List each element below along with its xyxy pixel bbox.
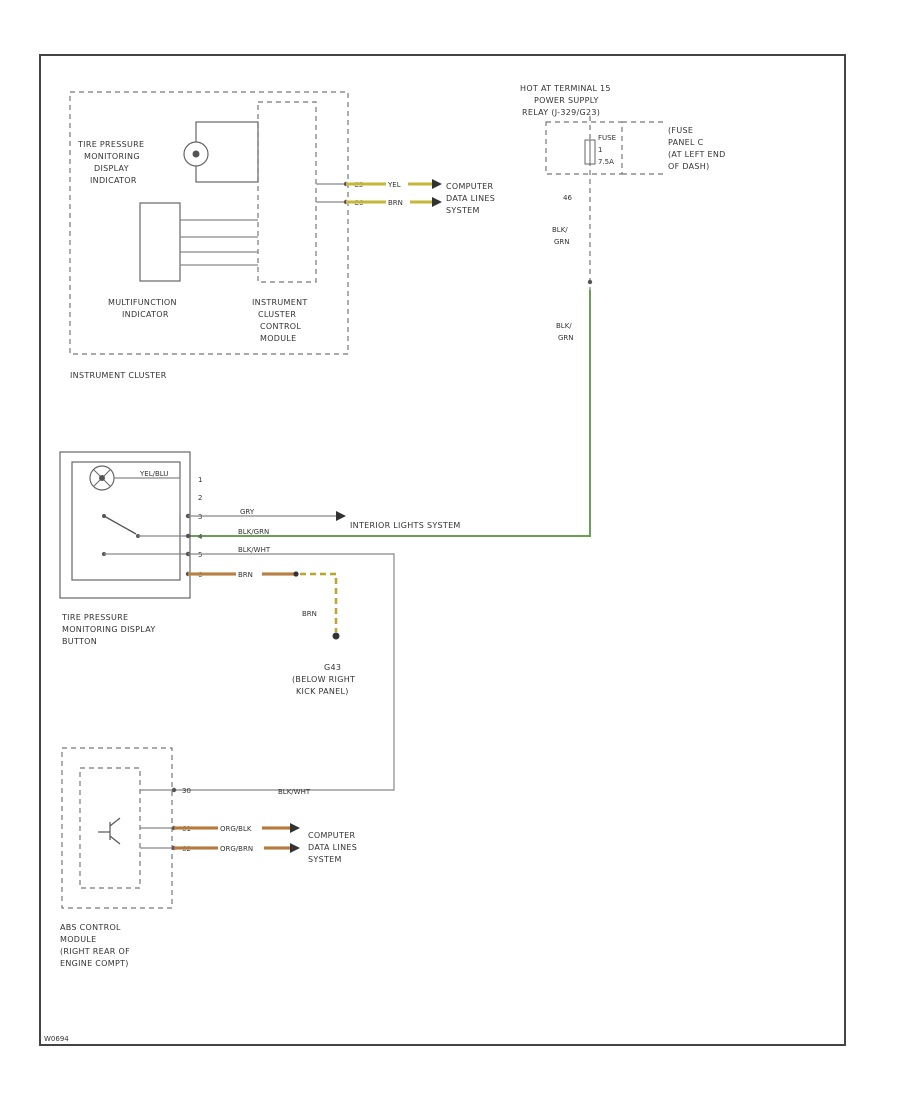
wire-color-label: ORG/BRN (220, 845, 253, 853)
wire-label-bg (236, 569, 262, 579)
pin-label: 3 (198, 513, 202, 521)
arrow-right-icon (290, 823, 300, 833)
fuse-panel-label: (FUSE PANEL C (AT LEFT END OF DASH) (668, 126, 728, 171)
instrument-cluster-label: INSTRUMENT CLUSTER (70, 371, 167, 380)
fuse-panel-boundary (545, 121, 623, 175)
pin-label: 30 (182, 787, 191, 795)
fuse-pin-label: 46 (563, 194, 572, 202)
abs-module-label: ABS CONTROL MODULE (RIGHT REAR OF ENGINE… (60, 923, 133, 968)
instrument-cluster-boundary (69, 91, 349, 355)
arrow-right-icon (432, 197, 442, 207)
wire-brn-ground-core (300, 573, 337, 632)
wire-label-bg (218, 843, 264, 853)
multifunction-indicator-label: MULTIFUNCTION INDICATOR (108, 298, 180, 319)
arrow-right-icon (290, 843, 300, 853)
abs-destination-label: COMPUTER DATA LINES SYSTEM (308, 831, 360, 864)
connector-dot (171, 787, 177, 793)
wire-brn-ground-run (300, 572, 338, 632)
wire-color-label: BLK/ GRN (552, 226, 570, 246)
arrow-right-icon (336, 511, 346, 521)
wire-label-bg (386, 196, 410, 207)
instrument-cluster-control-module-label: INSTRUMENT CLUSTER CONTROL MODULE (252, 298, 310, 343)
hot-at-label: HOT AT TERMINAL 15 POWER SUPPLY RELAY (J… (520, 84, 614, 117)
wire-color-label: ORG/BLK (220, 825, 252, 833)
pin-label: 5 (198, 551, 202, 559)
wire-color-label: BRN (302, 610, 317, 618)
diagram-code: W0694 (44, 1035, 69, 1043)
arrow-right-icon (432, 179, 442, 189)
display-button-label: TIRE PRESSURE MONITORING DISPLAY BUTTON (61, 613, 158, 646)
wire-label-bg (218, 823, 262, 833)
connector-dot (185, 533, 191, 539)
instrument-cluster-control-module-box (257, 101, 317, 283)
wire-color-label: BLK/WHT (238, 546, 271, 554)
display-button-inner-box (71, 461, 181, 581)
ground-point-icon (332, 632, 340, 640)
wire-color-label: BRN (238, 571, 253, 579)
ground-label: G43 (BELOW RIGHT KICK PANEL) (292, 663, 358, 696)
wire-blk-wht (174, 553, 395, 791)
interior-lights-destination: INTERIOR LIGHTS SYSTEM (350, 521, 461, 530)
wire-color-label: GRY (240, 508, 255, 516)
wire-color-label: BLK/ GRN (556, 322, 574, 342)
wire-color-label: YEL (387, 181, 401, 189)
display-button-outer-box (59, 451, 191, 599)
connector-dot (293, 571, 299, 577)
pin-label: 2 (198, 494, 202, 502)
cluster-destination-label: COMPUTER DATA LINES SYSTEM (446, 182, 498, 215)
diagram-frame (39, 54, 846, 1046)
switch-icon (102, 514, 140, 556)
wire-green-blk-grn (186, 290, 591, 537)
wire-color-label: BLK/GRN (238, 528, 269, 536)
wire-color-label: BRN (388, 199, 403, 207)
button-lamp-icon (89, 465, 115, 491)
connector-dot (587, 279, 593, 285)
wire-color-label: BLK/WHT (278, 788, 311, 796)
transistor-icon (98, 817, 121, 845)
pin-label: 1 (198, 476, 202, 484)
wire-label-bg (386, 178, 408, 189)
wire-color-label: YEL/BLU (139, 470, 168, 478)
tpms-indicator-label: TIRE PRESSURE MONITORING DISPLAY INDICAT… (77, 140, 147, 185)
tpms-indicator-lamp-icon (183, 141, 209, 167)
pin-label: 4 (198, 533, 203, 541)
fuse-symbol-icon (584, 139, 596, 165)
fuse-text: FUSE 1 7.5A (598, 134, 618, 166)
multifunction-indicator-box (139, 202, 181, 282)
